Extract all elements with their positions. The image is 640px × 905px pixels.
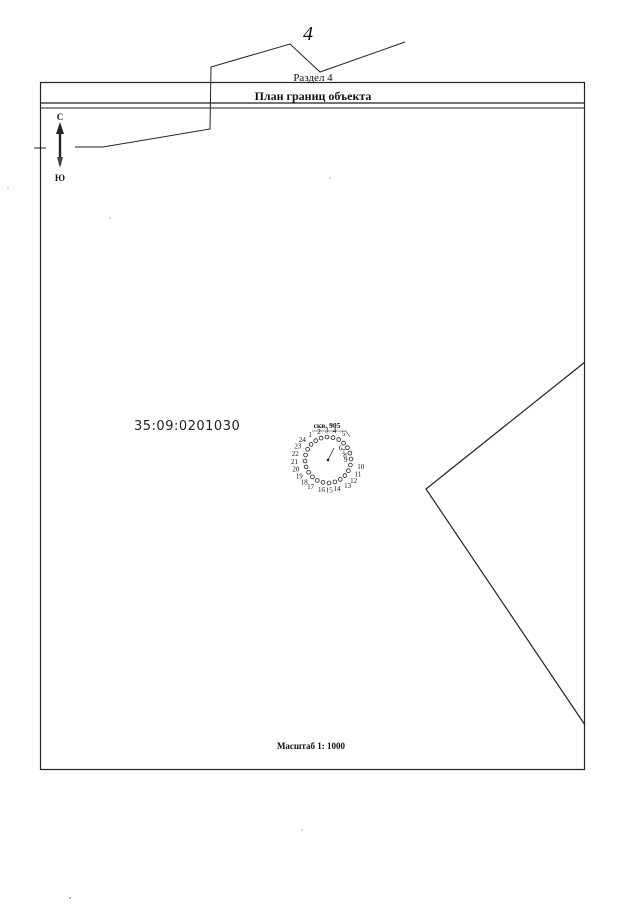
well-point-label: 3 — [325, 427, 329, 435]
well-point-label: 16 — [318, 486, 326, 494]
well-label: скв. 905 — [314, 421, 341, 430]
well-point-marker — [314, 478, 320, 483]
south-label: Ю — [55, 173, 65, 183]
well-point-marker — [326, 480, 332, 486]
well-point-label: 20 — [292, 466, 300, 474]
scan-speck — [301, 829, 303, 831]
well-point-label: 2 — [317, 428, 321, 436]
well-point-marker — [320, 480, 326, 485]
well-point-marker — [305, 446, 310, 452]
well-point-label: 14 — [334, 485, 342, 493]
well-point-marker — [347, 450, 353, 456]
well-point-marker — [346, 468, 351, 474]
well-point-label: 24 — [299, 436, 307, 444]
well-point-label: 19 — [296, 473, 304, 481]
scan-speck — [7, 187, 9, 189]
handwritten-page-mark: 4 — [303, 23, 313, 45]
neighbor-boundary-line — [75, 41, 406, 148]
well-point-label: 18 — [301, 479, 309, 487]
well-point-marker — [330, 435, 336, 440]
plan-title: План границ объекта — [255, 89, 372, 103]
well-point-marker — [310, 474, 315, 480]
well-center — [326, 458, 330, 462]
well-point-label: 8 — [343, 452, 347, 460]
well-point-label: 7 — [342, 448, 346, 456]
well-point-label: 12 — [350, 477, 358, 485]
scan-speck — [109, 217, 111, 219]
cadastral-number: 35:09:0201030 — [134, 419, 240, 434]
well-point-marker — [341, 440, 346, 446]
north-arrow — [56, 122, 64, 168]
plan-frame — [39, 81, 586, 771]
well-point-marker — [308, 442, 314, 447]
well-label-leader — [312, 430, 351, 438]
scale-label: Масштаб 1: 1000 — [277, 741, 346, 751]
well-point-marker — [324, 434, 330, 440]
section-title: Раздел 4 — [293, 72, 333, 84]
object-boundary-line — [425, 361, 586, 726]
well-point-label: 5 — [342, 430, 346, 438]
well-point-marker — [303, 464, 309, 470]
well-point-marker — [302, 458, 308, 464]
well-point-label: 21 — [291, 458, 299, 466]
well-point-marker — [348, 462, 353, 468]
well-point-label: 6 — [339, 445, 343, 453]
well-point-label: 17 — [307, 483, 315, 491]
well-point-marker — [345, 445, 350, 451]
well-point-label: 9 — [344, 456, 348, 464]
well-point-marker — [337, 477, 343, 482]
well-point-marker — [348, 456, 354, 462]
well-point-label: 1 — [308, 431, 312, 439]
scan-speck — [69, 897, 71, 899]
well-point-marker — [342, 473, 348, 478]
well-point-marker — [336, 437, 342, 442]
well-point-label: 11 — [355, 470, 362, 478]
well-point-marker — [306, 469, 311, 475]
well-point-label: 22 — [292, 450, 300, 458]
well-point-label: 4 — [333, 427, 337, 435]
north-label: С — [57, 112, 64, 122]
well-point-label: 15 — [326, 487, 334, 495]
well-point-marker — [313, 438, 319, 443]
well-point-label: 13 — [344, 482, 352, 490]
well-point-marker — [332, 479, 338, 485]
well-point-marker — [303, 452, 308, 458]
scan-speck — [329, 177, 331, 179]
well-radius-line — [327, 447, 335, 461]
well-point-label: 23 — [294, 443, 302, 451]
well-point-label: 10 — [357, 463, 365, 471]
well-point-marker — [318, 435, 324, 441]
